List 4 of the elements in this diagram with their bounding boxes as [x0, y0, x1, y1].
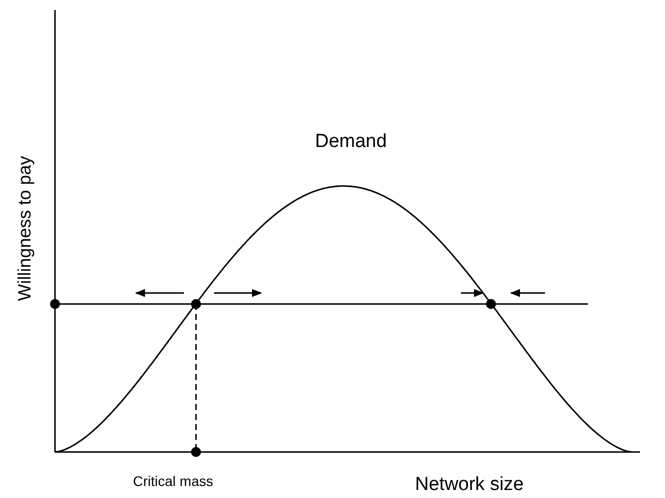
point-label: Critical mass: [133, 473, 214, 489]
axis-title: Network size: [415, 474, 524, 496]
curve-label: Demand: [315, 131, 387, 153]
axis-title: Willingness to pay: [14, 154, 36, 304]
